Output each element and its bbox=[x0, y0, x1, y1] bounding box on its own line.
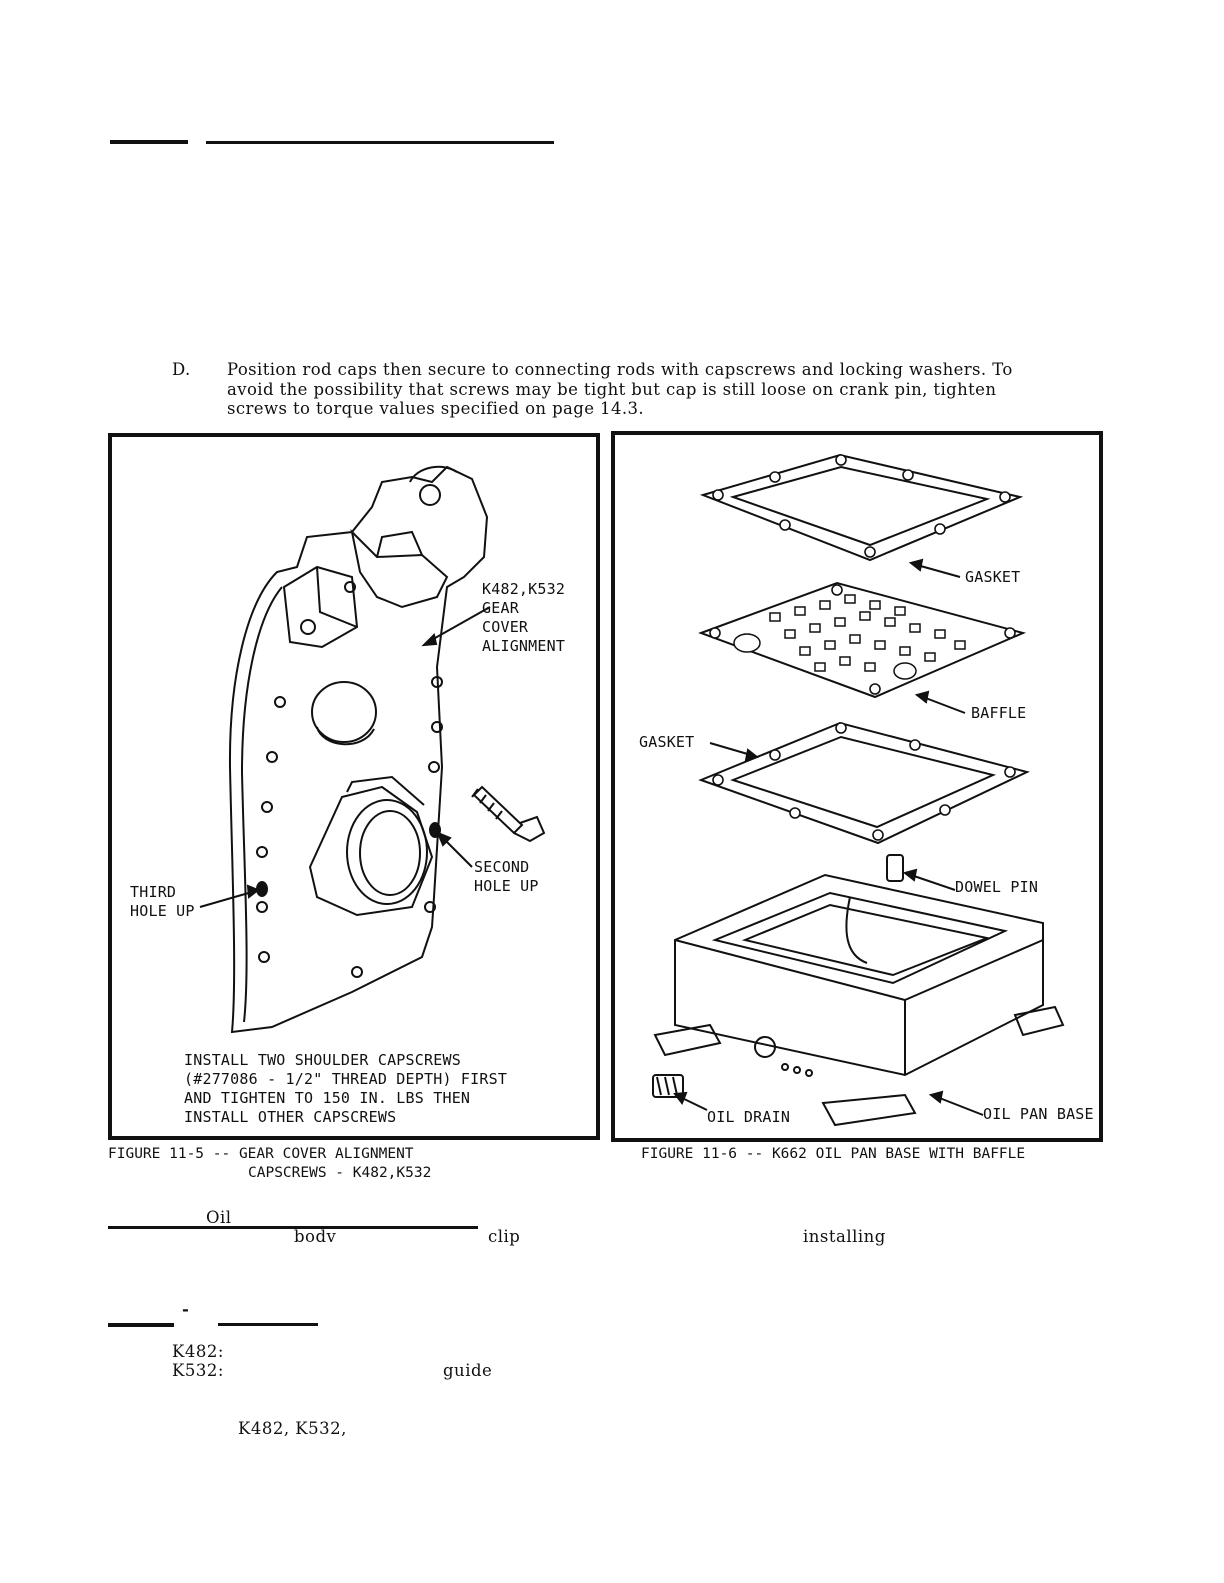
fragment-k532: K532: bbox=[172, 1361, 224, 1380]
install-note-line-3: AND TIGHTEN TO 150 IN. LBS THEN bbox=[184, 1089, 471, 1107]
install-note-line-1: INSTALL TWO SHOULDER CAPSCREWS bbox=[184, 1051, 461, 1069]
section-rule-short bbox=[108, 1323, 174, 1327]
label-oil-pan-base: OIL PAN BASE bbox=[983, 1105, 1094, 1123]
fragment-k482: K482: bbox=[172, 1342, 224, 1361]
label-oil-drain: OIL DRAIN bbox=[707, 1108, 791, 1126]
fragment-installing: installing bbox=[803, 1227, 886, 1246]
heading-rule-long bbox=[206, 141, 554, 144]
label-model-k482-k532: K482,K532 bbox=[482, 580, 566, 598]
step-d-marker: D. bbox=[172, 360, 191, 379]
label-gasket-top: GASKET bbox=[965, 568, 1021, 586]
caption-figure-11-5-line-1: FIGURE 11-5 -- GEAR COVER ALIGNMENT bbox=[108, 1146, 414, 1162]
step-d-line-2: avoid the possibility that screws may be… bbox=[227, 379, 997, 399]
gear-cover-drawing bbox=[199, 465, 546, 1034]
label-second: SECOND bbox=[474, 858, 530, 876]
step-d-paragraph: D. Position rod caps then secure to conn… bbox=[172, 360, 1112, 419]
label-third: THIRD bbox=[130, 883, 177, 901]
install-note-line-4: INSTALL OTHER CAPSCREWS bbox=[184, 1108, 397, 1126]
step-d-line-3: screws to torque values specified on pag… bbox=[227, 399, 645, 418]
label-baffle: BAFFLE bbox=[971, 704, 1027, 722]
fragment-models: K482, K532, bbox=[238, 1419, 347, 1438]
label-dowel-pin: DOWEL PIN bbox=[955, 878, 1039, 896]
fragment-clip: clip bbox=[488, 1227, 521, 1246]
label-third-hole-up: HOLE UP bbox=[130, 902, 195, 920]
step-d-line-1: Position rod caps then secure to connect… bbox=[227, 360, 1013, 379]
heading-rule-short bbox=[110, 140, 188, 144]
fragment-body: bodv bbox=[294, 1227, 337, 1246]
caption-figure-11-6: FIGURE 11-6 -- K662 OIL PAN BASE WITH BA… bbox=[641, 1146, 1026, 1162]
label-second-hole-up: HOLE UP bbox=[474, 877, 539, 895]
figure-gear-cover: K482,K532 GEAR COVER ALIGNMENT SECOND HO… bbox=[108, 433, 600, 1140]
section-rule-oil bbox=[108, 1226, 478, 1229]
install-note-line-2: (#277086 - 1/2" THREAD DEPTH) FIRST bbox=[184, 1070, 508, 1088]
oil-pan-drawing bbox=[652, 453, 1065, 1127]
figure-oil-pan-base: GASKET BAFFLE GASKET DOWEL PIN OIL DRAIN… bbox=[611, 431, 1103, 1142]
fragment-dash: - bbox=[182, 1300, 190, 1319]
label-gasket-left: GASKET bbox=[639, 733, 695, 751]
label-gear: GEAR bbox=[482, 599, 519, 617]
fragment-guide: guide bbox=[443, 1361, 493, 1380]
caption-figure-11-5-line-2: CAPSCREWS - K482,K532 bbox=[248, 1165, 432, 1181]
label-alignment: ALIGNMENT bbox=[482, 637, 566, 655]
label-cover: COVER bbox=[482, 618, 529, 636]
fragment-oil: Oil bbox=[206, 1208, 232, 1227]
section-rule-long bbox=[218, 1323, 318, 1326]
